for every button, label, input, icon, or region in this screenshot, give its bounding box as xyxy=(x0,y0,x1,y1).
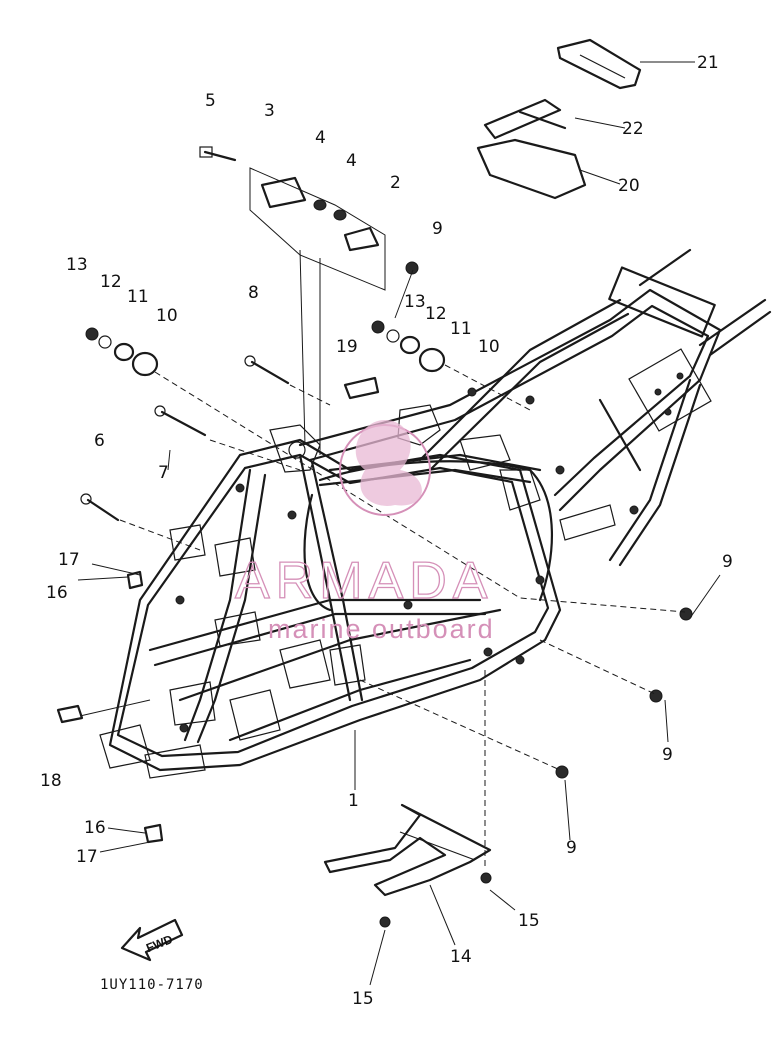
callout-11b: 11 xyxy=(450,319,472,339)
main-frame xyxy=(99,248,772,779)
watermark-subtitle: marine outboard xyxy=(268,614,495,644)
callout-numbers: 1 2 3 4 4 5 6 7 8 9 9 9 9 9 10 10 11 11 … xyxy=(40,53,733,1009)
callout-6: 6 xyxy=(94,431,105,451)
skid-plate xyxy=(323,803,492,928)
fwd-label: FWD xyxy=(144,932,175,955)
callout-7: 7 xyxy=(158,463,169,483)
callout-18: 18 xyxy=(40,771,62,791)
callout-8: 8 xyxy=(248,283,259,303)
callout-21: 21 xyxy=(697,53,719,73)
callout-19: 19 xyxy=(336,337,358,357)
seat-assembly xyxy=(476,38,642,200)
top-mount-bracket xyxy=(199,146,386,455)
callout-4b: 4 xyxy=(346,151,357,171)
callout-20: 20 xyxy=(618,176,640,196)
callout-14: 14 xyxy=(450,947,472,967)
callout-5: 5 xyxy=(205,91,216,111)
callout-10b: 10 xyxy=(478,337,500,357)
callout-15a: 15 xyxy=(518,911,540,931)
callout-13b: 13 xyxy=(404,292,426,312)
callout-4a: 4 xyxy=(315,128,326,148)
callout-11a: 11 xyxy=(127,287,149,307)
callout-9b: 9 xyxy=(722,552,733,572)
callout-16a: 16 xyxy=(46,583,68,603)
watermark: ARMADA marine outboard xyxy=(234,420,495,644)
callout-9c: 9 xyxy=(662,745,673,765)
watermark-title: ARMADA xyxy=(235,552,493,610)
callout-12b: 12 xyxy=(425,304,447,324)
callout-3: 3 xyxy=(264,101,275,121)
callout-22: 22 xyxy=(622,119,644,139)
callout-9a: 9 xyxy=(432,219,443,239)
callout-9d: 9 xyxy=(566,838,577,858)
callout-17a: 17 xyxy=(58,550,80,570)
callout-10a: 10 xyxy=(156,306,178,326)
bolts-and-bushings xyxy=(56,261,693,844)
callout-13a: 13 xyxy=(66,255,88,275)
callout-2: 2 xyxy=(390,173,401,193)
callout-17b: 17 xyxy=(76,847,98,867)
leader-lines xyxy=(77,61,721,986)
part-code: 1UY110-7170 xyxy=(100,977,204,993)
callout-16b: 16 xyxy=(84,818,106,838)
fwd-arrow: FWD xyxy=(120,918,184,962)
callout-1: 1 xyxy=(348,791,359,811)
callout-15b: 15 xyxy=(352,989,374,1009)
callout-12a: 12 xyxy=(100,272,122,292)
